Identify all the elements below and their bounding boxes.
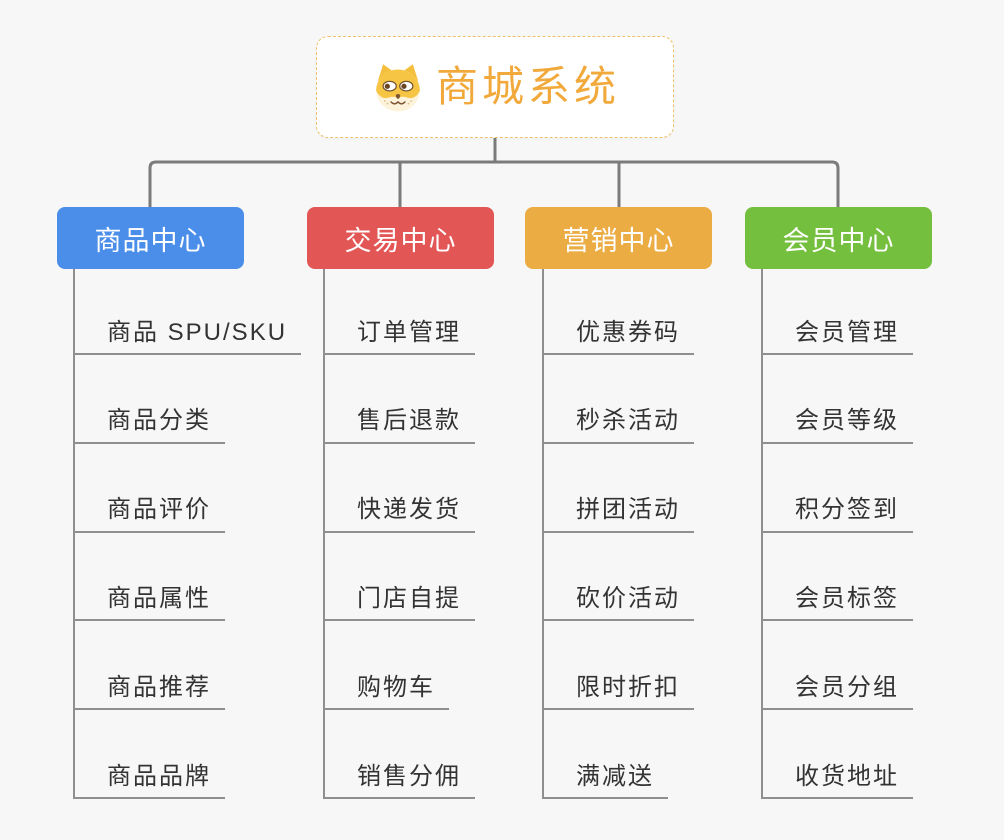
- child-node[interactable]: 订单管理: [325, 319, 475, 355]
- shiba-dog-icon: [376, 64, 420, 112]
- branch-label: 交易中心: [344, 225, 457, 256]
- root-title: 商城系统: [435, 63, 620, 110]
- child-node[interactable]: 收货地址: [763, 763, 913, 799]
- child-node[interactable]: 快递发货: [325, 496, 475, 533]
- child-node[interactable]: 会员管理: [763, 319, 913, 355]
- branch-label: 商品中心: [94, 225, 207, 256]
- child-node[interactable]: 砍价活动: [544, 585, 694, 622]
- branch-node-product-center[interactable]: 商品中心: [57, 207, 244, 269]
- child-node[interactable]: 限时折扣: [544, 674, 694, 711]
- child-node[interactable]: 优惠券码: [544, 319, 694, 355]
- child-node[interactable]: 售后退款: [325, 408, 475, 444]
- child-node[interactable]: 商品属性: [75, 585, 225, 622]
- child-node[interactable]: 购物车: [325, 674, 449, 711]
- child-node[interactable]: 商品评价: [75, 496, 225, 533]
- child-node[interactable]: 商品推荐: [75, 674, 225, 711]
- child-node[interactable]: 会员标签: [763, 585, 913, 622]
- branch-node-trade-center[interactable]: 交易中心: [307, 207, 494, 269]
- child-node[interactable]: 商品 SPU/SKU: [75, 319, 302, 355]
- children-column-trade: 订单管理 售后退款 快递发货 门店自提 购物车 销售分佣: [323, 269, 565, 799]
- child-node[interactable]: 商品分类: [75, 408, 225, 444]
- child-node[interactable]: 商品品牌: [75, 763, 225, 799]
- child-node[interactable]: 积分签到: [763, 496, 913, 533]
- child-node[interactable]: 拼团活动: [544, 496, 694, 533]
- children-column-product: 商品 SPU/SKU 商品分类 商品评价 商品属性 商品推荐 商品品牌: [73, 269, 315, 799]
- root-node[interactable]: 商城系统: [316, 36, 674, 138]
- child-node[interactable]: 销售分佣: [325, 763, 475, 799]
- branch-label: 会员中心: [782, 225, 895, 256]
- child-node[interactable]: 会员等级: [763, 408, 913, 444]
- branch-node-marketing-center[interactable]: 营销中心: [525, 207, 712, 269]
- child-node[interactable]: 会员分组: [763, 674, 913, 711]
- child-node[interactable]: 门店自提: [325, 585, 475, 622]
- tree-connector-path: [148, 138, 840, 207]
- children-column-member: 会员管理 会员等级 积分签到 会员标签 会员分组 收货地址: [761, 269, 1003, 799]
- branch-node-member-center[interactable]: 会员中心: [745, 207, 932, 269]
- child-node[interactable]: 满减送: [544, 763, 668, 799]
- children-column-marketing: 优惠券码 秒杀活动 拼团活动 砍价活动 限时折扣 满减送: [542, 269, 784, 799]
- child-node[interactable]: 秒杀活动: [544, 408, 694, 444]
- branch-label: 营销中心: [562, 225, 675, 256]
